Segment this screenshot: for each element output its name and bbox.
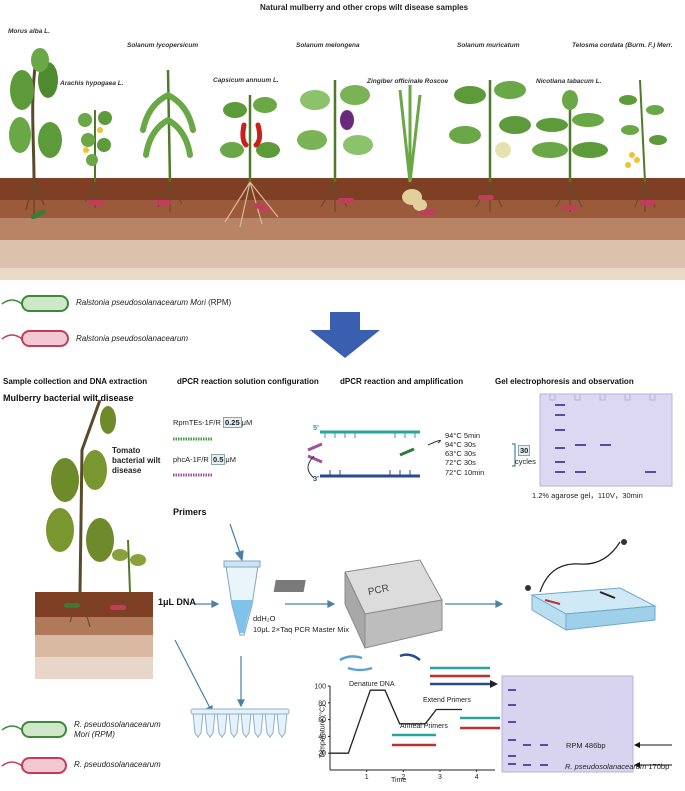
thermal-y-tick-label: 100 <box>314 684 326 691</box>
step-reaction-configuration: dPCR reaction solution configuration <box>177 377 319 386</box>
thermal-xlabel: Time <box>391 777 407 784</box>
top-title: Natural mulberry and other crops wilt di… <box>260 3 469 12</box>
plant-label-morus: Morus alba L. <box>8 28 50 35</box>
thermal-x-tick-label: 3 <box>438 774 442 781</box>
gel-top <box>539 393 673 487</box>
plant-nicotiana <box>532 90 608 212</box>
gel-band-rp-size: 170bp <box>646 762 670 771</box>
plant-label-solanum-lycopersicum: Solanum lycopersicum <box>127 42 199 49</box>
denature-strands <box>339 653 421 672</box>
mulberry-soil-panel <box>35 592 153 679</box>
gel-caption: 1.2% agarose gel，110V，30min <box>532 491 643 500</box>
step-amplification: dPCR reaction and amplification <box>340 377 464 386</box>
thermal-y-tick-label: 60 <box>318 717 326 724</box>
primer-strands <box>173 437 212 477</box>
pcr-cycles-label: cycles <box>515 457 536 466</box>
extend-strands <box>430 666 498 688</box>
label-anneal: Anneal Primers <box>400 723 448 730</box>
cycles-bracket <box>512 443 516 467</box>
label-denature: Denature DNA <box>349 681 395 688</box>
legend-bacteria-rp-icon <box>1 330 69 347</box>
pcr-step-4: 72°C 30s <box>445 458 476 467</box>
dna-volume-label: 1μL DNA <box>158 597 196 607</box>
pcr-step-2: 94°C 30s <box>445 440 476 449</box>
thermal-profile-line <box>330 689 462 754</box>
thermal-x-tick-label: 2 <box>401 774 405 781</box>
primer-rpm-name: RpmTEs-1F/R <box>173 418 221 427</box>
legend-bacteria-rpm-icon-bottom <box>1 721 67 738</box>
plant-label-arachis: Arachis hypogaea L. <box>60 80 124 87</box>
label-extend: Extend Primers <box>423 697 471 704</box>
plant-zingiber <box>398 85 436 215</box>
step-gel-electrophoresis: Gel electrophoresis and observation <box>495 377 634 386</box>
mix-master-label: 10μL 2×Taq PCR Master Mix <box>253 625 349 634</box>
electrophoresis-apparatus <box>525 539 657 631</box>
plant-label-telosma: Telosma cordata (Burm. F.) Merr. <box>572 42 673 49</box>
thermal-y-tick-label: 40 <box>318 734 326 741</box>
legend-bacteria-rp-icon-bottom <box>1 757 67 774</box>
legend-rpm-top-species: Ralstonia pseudosolanacearum Mori <box>76 298 206 307</box>
plant-solanum-melongena <box>297 80 373 212</box>
plant-telosma <box>619 79 667 212</box>
plant-solanum-muricatum <box>449 80 531 212</box>
thermal-x-tick-label: 4 <box>475 774 479 781</box>
gel-band-rp: R. pseudosolanacearum 170bp <box>565 762 669 771</box>
step-sample-collection: Sample collection and DNA extraction <box>3 377 148 386</box>
pcr-tube <box>223 560 261 636</box>
pcr-step-3: 63°C 30s <box>445 449 476 458</box>
primer-phca-name: phcA-1F/R <box>173 455 209 464</box>
primer-rpm-unit: μM <box>241 418 253 427</box>
flow-arrows <box>174 523 504 717</box>
legend-rpm-bottom-line1: R. pseudosolanacearum <box>74 720 161 729</box>
anneal-strands <box>392 716 500 747</box>
gel-band-rp-species: R. pseudosolanacearum <box>565 762 647 771</box>
tomato-disease-title: Tomato bacterial wilt disease <box>112 446 161 475</box>
plant-label-solanum-melongena: Solanum melongena <box>296 42 360 49</box>
plant-arachis <box>78 110 112 208</box>
thermal-ylabel: Temperature (°C) <box>319 704 327 759</box>
thermal-x-tick-label: 1 <box>365 774 369 781</box>
wilted-mulberry-plant <box>46 399 146 628</box>
mulberry-disease-title: Mulberry bacterial wilt disease <box>3 393 134 403</box>
legend-rp-bottom: R. pseudosolanacearum <box>74 760 161 769</box>
legend-rpm-top: Ralstonia pseudosolanacearum Mori (RPM) <box>76 298 231 307</box>
dpcr-strand-diagram <box>307 430 441 479</box>
pcr-cycle-count: 30 <box>518 445 531 456</box>
soil-strip-top <box>0 178 685 280</box>
thermal-y-tick-label: 20 <box>318 751 326 758</box>
gel-bottom <box>501 675 672 773</box>
pcr-machine <box>273 559 443 649</box>
plant-capsicum <box>220 95 280 228</box>
plant-solanum-lycopersicum <box>140 69 196 212</box>
plant-label-solanum-muricatum: Solanum muricatum <box>457 42 520 49</box>
eight-strip-tubes <box>190 708 290 738</box>
primer-phca-concentration: 0.5 <box>210 454 226 465</box>
legend-rpm-top-abbrev: (RPM) <box>205 298 232 307</box>
plant-label-capsicum: Capsicum annuum L. <box>213 77 279 84</box>
thermal-y-tick-label: 80 <box>318 700 326 707</box>
primer-phca-unit: μM <box>225 455 236 464</box>
plant-label-zingiber: Zingiber officinale Roscoe <box>367 78 449 85</box>
primers-title: Primers <box>173 507 207 517</box>
strand-5prime: 5' <box>313 423 319 432</box>
pcr-step-1: 94°C 5min <box>445 431 481 440</box>
legend-rp-top: Ralstonia pseudosolanacearum <box>76 334 189 343</box>
plant-label-nicotiana: Nicotiana tabacum L. <box>536 78 602 85</box>
main-flow-arrow <box>310 312 380 358</box>
plant-morus <box>9 48 62 220</box>
legend-rpm-bottom-line2: Mori (RPM) <box>74 730 115 739</box>
mix-water-label: ddH₂O <box>253 614 276 623</box>
strand-3prime: 3' <box>313 474 319 483</box>
legend-bacteria-rpm-icon <box>1 295 69 312</box>
thermal-profile-plot: 100 80 60 40 20 1 2 3 4 <box>314 684 495 781</box>
pcr-step-5: 72°C 10min <box>445 468 485 477</box>
gel-band-rpm: RPM 486bp <box>566 741 606 750</box>
primer-rpm-concentration: 0.25 <box>223 417 242 428</box>
